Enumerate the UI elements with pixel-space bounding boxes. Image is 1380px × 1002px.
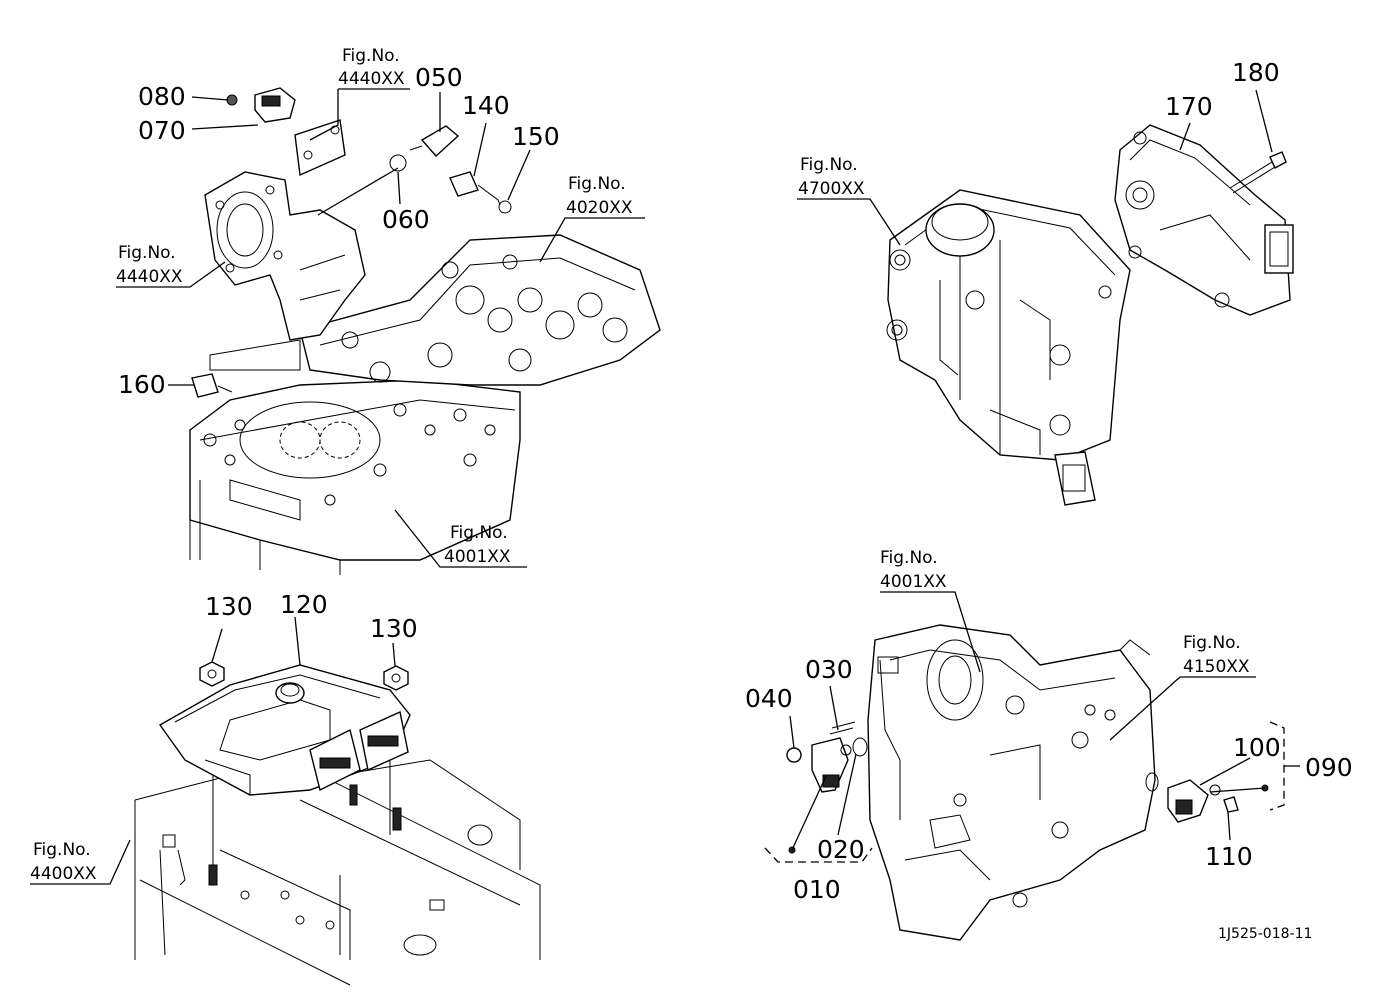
svg-text:Fig.No.: Fig.No.: [342, 46, 400, 66]
callout-090: 090: [1305, 753, 1353, 782]
fig-ref-4440-top: Fig.No. 4440XX: [338, 46, 405, 89]
callout-130-right: 130: [370, 614, 418, 643]
fig-ref-4150: Fig.No. 4150XX: [1183, 633, 1250, 677]
callout-180: 180: [1232, 58, 1280, 87]
fig-ref-4001-top: Fig.No. 4001XX: [444, 523, 511, 567]
callout-150: 150: [512, 122, 560, 151]
svg-text:4440XX: 4440XX: [338, 69, 405, 89]
ecu-assembly: [134, 661, 541, 986]
svg-text:4400XX: 4400XX: [30, 864, 97, 884]
svg-text:Fig.No.: Fig.No.: [800, 155, 858, 175]
svg-text:Fig.No.: Fig.No.: [568, 174, 626, 194]
svg-text:4150XX: 4150XX: [1183, 657, 1250, 677]
fig-ref-4440-left: Fig.No. 4440XX: [116, 243, 183, 287]
fig-ref-4700: Fig.No. 4700XX: [798, 155, 865, 199]
svg-text:4700XX: 4700XX: [798, 179, 865, 199]
callout-020: 020: [817, 835, 865, 864]
callout-130-left: 130: [205, 592, 253, 621]
fig-ref-4020: Fig.No. 4020XX: [566, 174, 633, 218]
callout-080: 080: [138, 82, 186, 111]
callout-110: 110: [1205, 842, 1253, 871]
callout-050: 050: [415, 63, 463, 92]
svg-text:Fig.No.: Fig.No.: [33, 840, 91, 860]
fig-reference-labels: Fig.No. 4440XX Fig.No. 4440XX Fig.No. 40…: [30, 46, 1250, 884]
tr-leader-lines: [797, 89, 1273, 246]
svg-text:4020XX: 4020XX: [566, 198, 633, 218]
svg-text:Fig.No.: Fig.No.: [880, 548, 938, 568]
callout-140: 140: [462, 91, 510, 120]
drawing-code: 1J525-018-11: [1218, 926, 1312, 942]
fig-ref-4400: Fig.No. 4400XX: [30, 840, 97, 884]
svg-text:4001XX: 4001XX: [880, 572, 947, 592]
callout-060: 060: [382, 205, 430, 234]
fig-ref-4001-bottom: Fig.No. 4001XX: [880, 548, 947, 592]
callout-160: 160: [118, 370, 166, 399]
callout-170: 170: [1165, 92, 1213, 121]
callout-030: 030: [805, 655, 853, 684]
control-unit-assembly: [886, 124, 1294, 506]
cylinder-head-assembly: [189, 87, 661, 575]
svg-text:Fig.No.: Fig.No.: [450, 523, 508, 543]
callout-120: 120: [280, 590, 328, 619]
callout-040: 040: [745, 684, 793, 713]
svg-text:Fig.No.: Fig.No.: [118, 243, 176, 263]
svg-text:Fig.No.: Fig.No.: [1183, 633, 1241, 653]
callout-100: 100: [1233, 733, 1281, 762]
block-sensor-assembly: [786, 624, 1269, 941]
callout-070: 070: [138, 116, 186, 145]
br-leader-lines: [764, 591, 1300, 863]
callout-010: 010: [793, 875, 841, 904]
svg-text:4440XX: 4440XX: [116, 267, 183, 287]
callout-labels: 080 070 050 060 140 150 160 170 180 120 …: [118, 58, 1353, 904]
svg-text:4001XX: 4001XX: [444, 547, 511, 567]
bl-leader-lines: [30, 616, 396, 885]
tl-leader-lines: [116, 88, 645, 568]
